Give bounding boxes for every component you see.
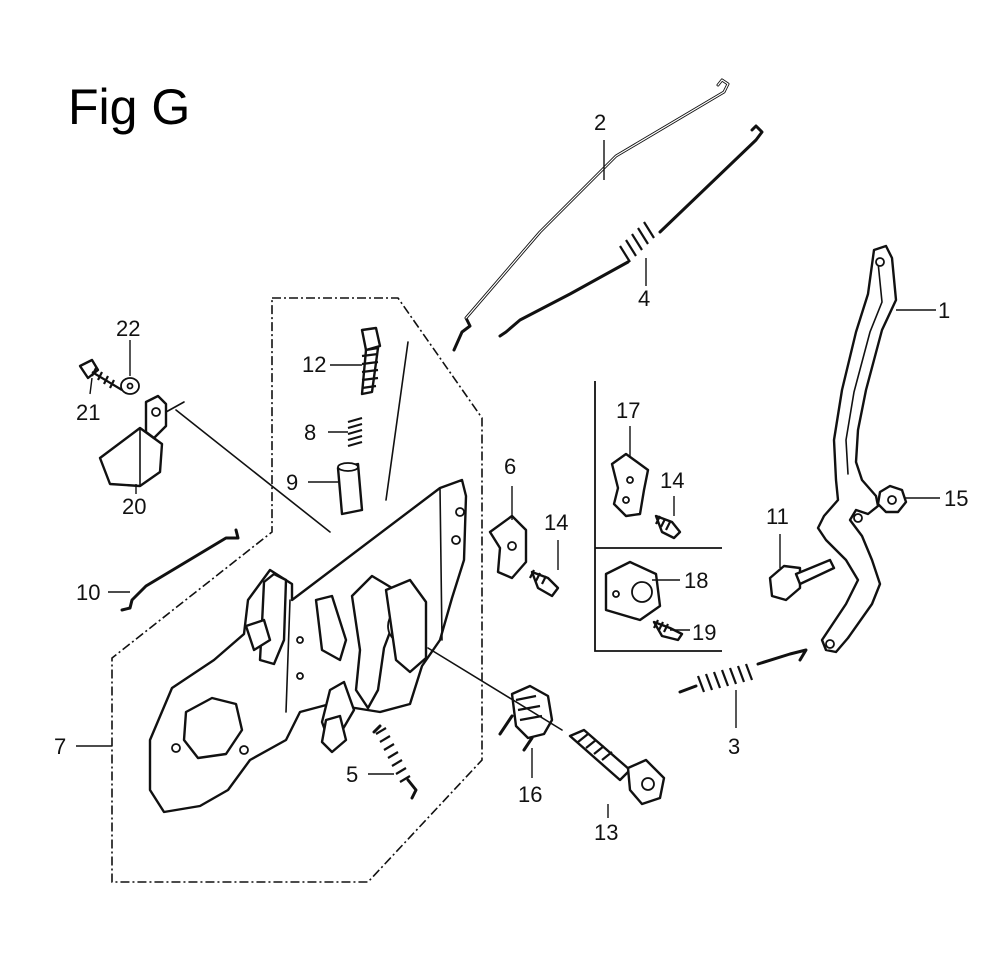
small-spring-part [347, 416, 363, 448]
choke-rod-part [120, 528, 240, 612]
callout-5: 5 [346, 762, 358, 787]
callout-20: 20 [122, 494, 146, 519]
lever-bolt-part [568, 728, 666, 806]
figure-title: Fig G [68, 79, 191, 135]
callout-1: 1 [938, 298, 950, 323]
callout-11: 11 [766, 504, 789, 529]
callout-labels: 1 2 3 4 5 6 7 8 9 10 11 12 13 14 14 15 1… [54, 110, 968, 845]
guide-line [385, 341, 409, 501]
callout-6: 6 [504, 454, 516, 479]
pivot-bolt-part [768, 558, 836, 602]
callout-leaders [76, 140, 940, 818]
callout-7: 7 [54, 734, 66, 759]
throttle-lever-part [816, 244, 898, 654]
bracket-plate-part [604, 560, 662, 622]
link-line [175, 409, 331, 533]
bracket-screw-part [78, 358, 123, 391]
callout-15: 15 [944, 486, 968, 511]
return-spring-part [678, 648, 808, 694]
callout-14-right: 14 [544, 510, 568, 535]
control-plate-part [148, 478, 468, 814]
governor-lever-group [314, 574, 428, 754]
callout-12: 12 [302, 352, 326, 377]
washer-part [120, 377, 140, 395]
callout-13: 13 [594, 820, 618, 845]
governor-spring-part [372, 724, 418, 800]
callout-18: 18 [684, 568, 708, 593]
governor-rod-part [498, 124, 764, 338]
screw-part-upper [654, 514, 682, 540]
nut-part [876, 484, 908, 514]
clamp-screw-part [529, 569, 560, 598]
adjust-bolt-part [360, 326, 382, 396]
callout-4: 4 [638, 286, 650, 311]
callout-21: 21 [76, 400, 100, 425]
axis-line [427, 647, 563, 731]
callout-8: 8 [304, 420, 316, 445]
clip-plate-part [610, 452, 650, 518]
callout-2: 2 [594, 110, 606, 135]
cable-clamp-part [488, 514, 528, 580]
callout-10: 10 [76, 580, 100, 605]
callout-3: 3 [728, 734, 740, 759]
option-box [594, 381, 722, 652]
callout-14-box: 14 [660, 468, 684, 493]
collar-part [336, 462, 364, 516]
callout-9: 9 [286, 470, 298, 495]
callout-19: 19 [692, 620, 716, 645]
screw-part-lower [652, 619, 684, 642]
assembly-frame [111, 297, 483, 883]
callout-17: 17 [616, 398, 640, 423]
callout-16: 16 [518, 782, 542, 807]
choke-bracket-part [98, 394, 185, 488]
callout-22: 22 [116, 316, 140, 341]
control-rod-part [452, 78, 730, 352]
torsion-spring-part [498, 684, 554, 752]
